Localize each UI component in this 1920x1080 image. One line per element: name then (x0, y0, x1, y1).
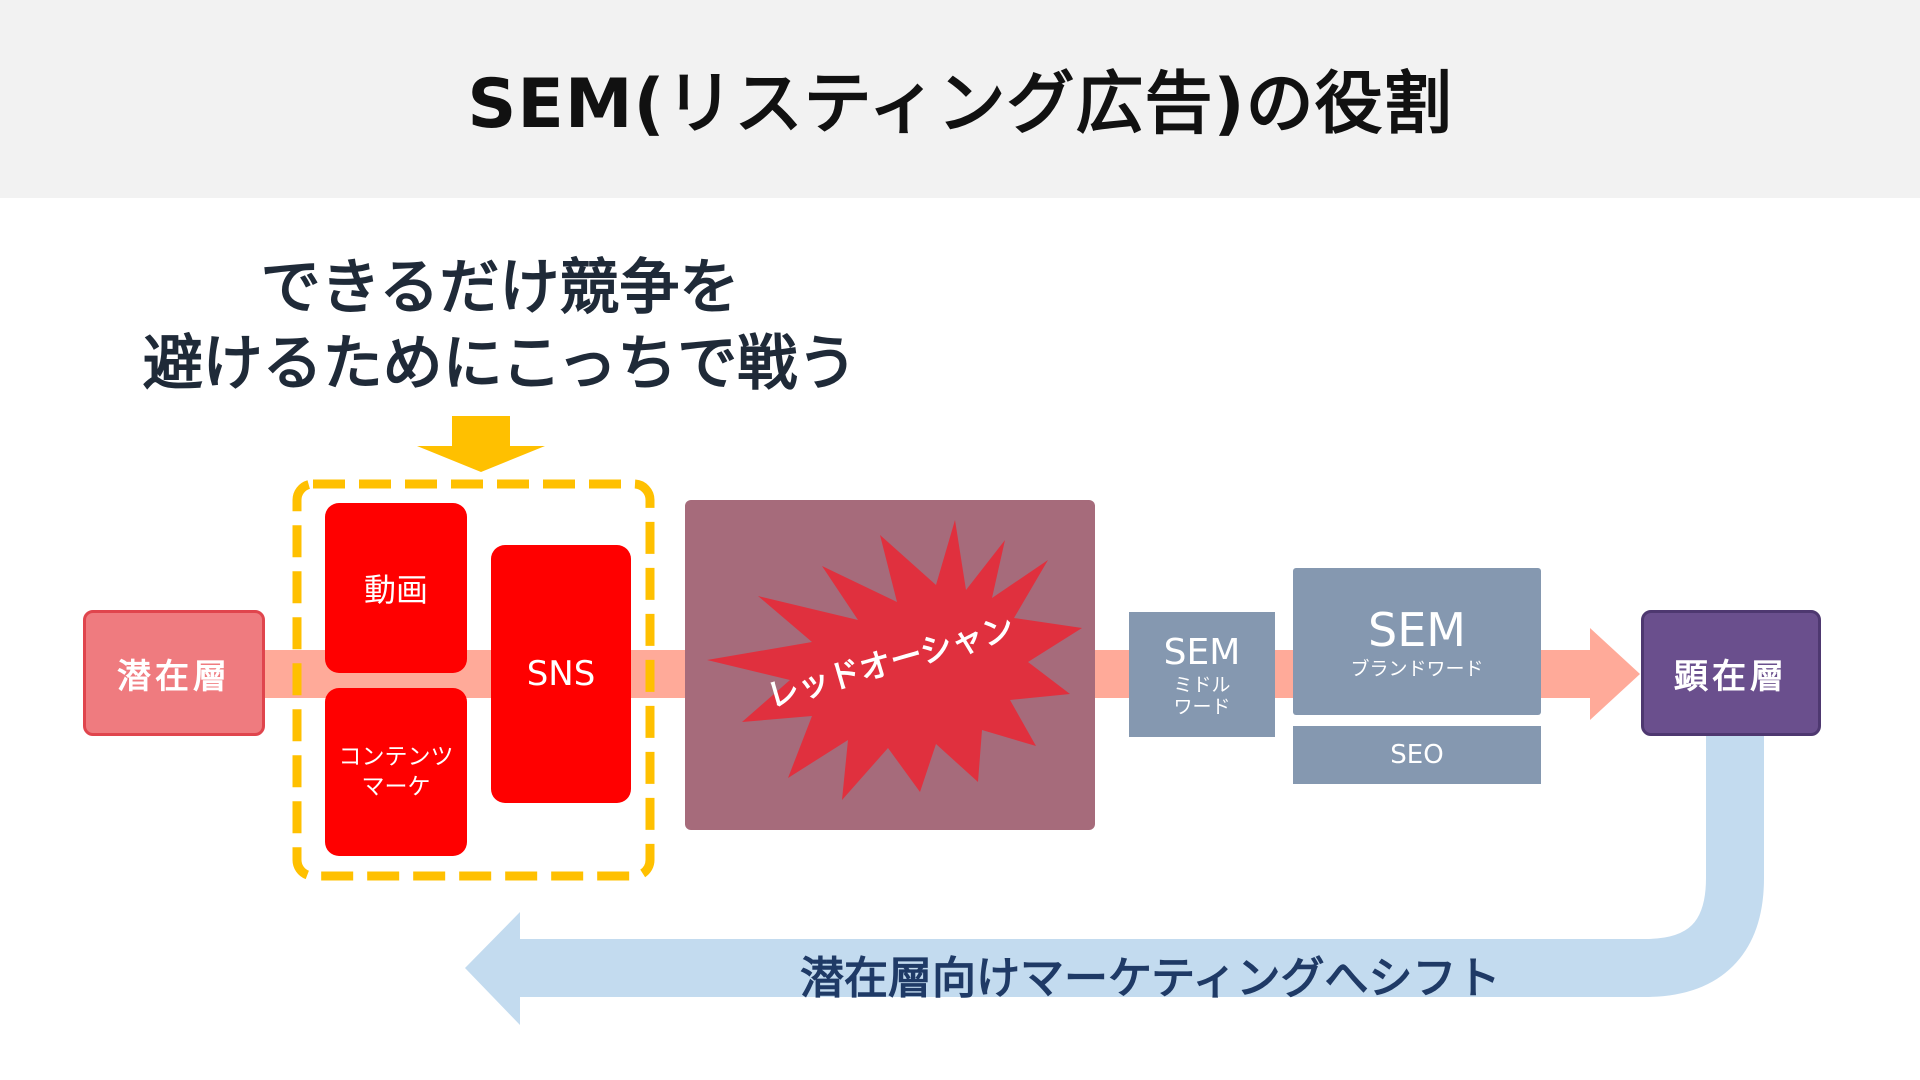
flow-arrow-head (1590, 628, 1640, 720)
video-box: 動画 (325, 503, 467, 673)
sem-middle-title: SEM (1163, 631, 1241, 673)
highlight-frame (292, 479, 655, 881)
latent-layer-box: 潜在層 (83, 610, 265, 736)
return-arrow-head (465, 912, 520, 1025)
sns-box: SNS (491, 545, 631, 803)
sem-brand-title: SEM (1368, 602, 1466, 657)
sem-middle-box: SEM ミドル ワード (1129, 612, 1275, 737)
callout-text: できるだけ競争を 避けるためにこっちで戦う (60, 250, 940, 402)
sem-middle-sub-2: ワード (1173, 695, 1231, 718)
callout-line-2: 避けるためにこっちで戦う (142, 329, 858, 399)
down-arrow-icon (417, 416, 545, 472)
seo-box: SEO (1293, 726, 1541, 784)
content-marketing-line-2: マーケ (361, 774, 431, 800)
header-bar (0, 0, 1920, 198)
callout-line-1: できるだけ競争を (260, 253, 740, 323)
sem-brand-sub: ブランドワード (1350, 657, 1484, 680)
burst-shape (707, 520, 1082, 800)
manifest-layer-box: 顕在層 (1641, 610, 1821, 736)
content-marketing-line-1: コンテンツ (338, 744, 454, 770)
page-title: SEM(リスティング広告)の役割 (467, 65, 1453, 144)
sem-middle-sub-1: ミドル (1173, 673, 1231, 696)
sem-brand-box: SEM ブランドワード (1293, 568, 1541, 715)
content-marketing-box: コンテンツ マーケ (325, 688, 467, 856)
return-arrow (515, 736, 1764, 997)
shift-label: 潜在層向けマーケティングへシフト (800, 953, 1501, 1004)
